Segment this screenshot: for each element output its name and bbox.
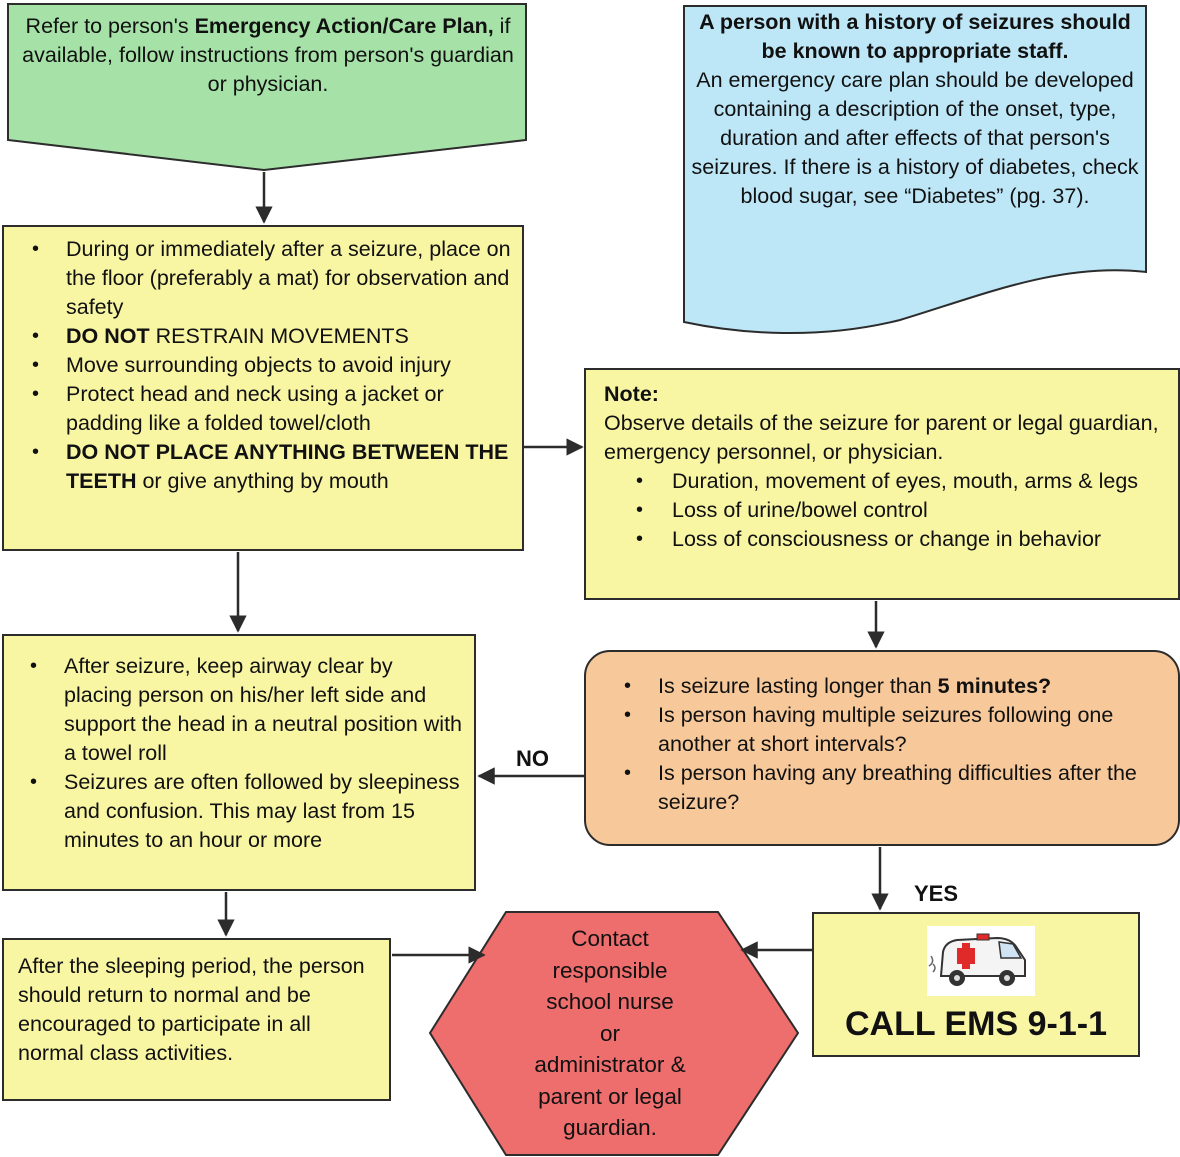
yes-label: YES <box>914 881 959 906</box>
list-item: During or immediately after a seizure, p… <box>32 235 512 322</box>
list-item: Is person having any breathing difficult… <box>624 759 1164 817</box>
list-item: Is person having multiple seizures follo… <box>624 701 1164 759</box>
call-ems-box: CALL EMS 9-1-1 <box>812 912 1140 1057</box>
after-sleep-box: After the sleeping period, the person sh… <box>2 938 391 1101</box>
list-item: Protect head and neck using a jacket or … <box>32 380 512 438</box>
list-item: Move surrounding objects to avoid injury <box>32 351 512 380</box>
list-item: DO NOT RESTRAIN MOVEMENTS <box>32 322 512 351</box>
contact-line: responsible <box>552 957 668 983</box>
green-plan-shape <box>7 3 527 172</box>
list-item: Duration, movement of eyes, mouth, arms … <box>636 467 1168 496</box>
list-item: Is seizure lasting longer than 5 minutes… <box>624 672 1164 701</box>
blue-info-body: An emergency care plan should be develop… <box>691 68 1139 208</box>
list-item: DO NOT PLACE ANYTHING BETWEEN THE TEETH … <box>32 438 512 496</box>
note-box: Note: Observe details of the seizure for… <box>584 368 1180 600</box>
contact-line: or <box>599 1020 620 1046</box>
note-heading: Note: <box>604 382 659 406</box>
contact-line: parent or legal <box>538 1083 682 1109</box>
ambulance-icon <box>927 926 1035 996</box>
after-seizure-box: After seizure, keep airway clear by plac… <box>2 634 476 891</box>
blue-info-heading: A person with a history of seizures shou… <box>699 10 1131 63</box>
list-item: Loss of consciousness or change in behav… <box>636 525 1168 554</box>
green-plan-text: Refer to person's Emergency Action/Care … <box>22 14 514 96</box>
contact-line: administrator & <box>534 1052 686 1077</box>
contact-hexagon <box>428 911 800 1156</box>
after-sleep-text: After the sleeping period, the person sh… <box>18 954 365 1065</box>
contact-line: guardian. <box>563 1115 657 1140</box>
note-intro: Observe details of the seizure for paren… <box>604 411 1159 464</box>
blue-info-text: A person with a history of seizures shou… <box>690 8 1140 211</box>
list-item: Seizures are often followed by sleepines… <box>30 768 466 855</box>
questions-box: Is seizure lasting longer than 5 minutes… <box>584 650 1180 846</box>
call-ems-label: CALL EMS 9-1-1 <box>845 1005 1107 1043</box>
blue-info-shape <box>683 5 1147 335</box>
contact-line: school nurse <box>546 989 674 1014</box>
no-label: NO <box>516 746 549 771</box>
contact-text: Contact responsible school nurse or admi… <box>500 923 720 1144</box>
initial-actions-box: During or immediately after a seizure, p… <box>2 225 524 551</box>
list-item: After seizure, keep airway clear by plac… <box>30 652 466 768</box>
list-item: Loss of urine/bowel control <box>636 496 1168 525</box>
contact-line: Contact <box>571 926 649 951</box>
